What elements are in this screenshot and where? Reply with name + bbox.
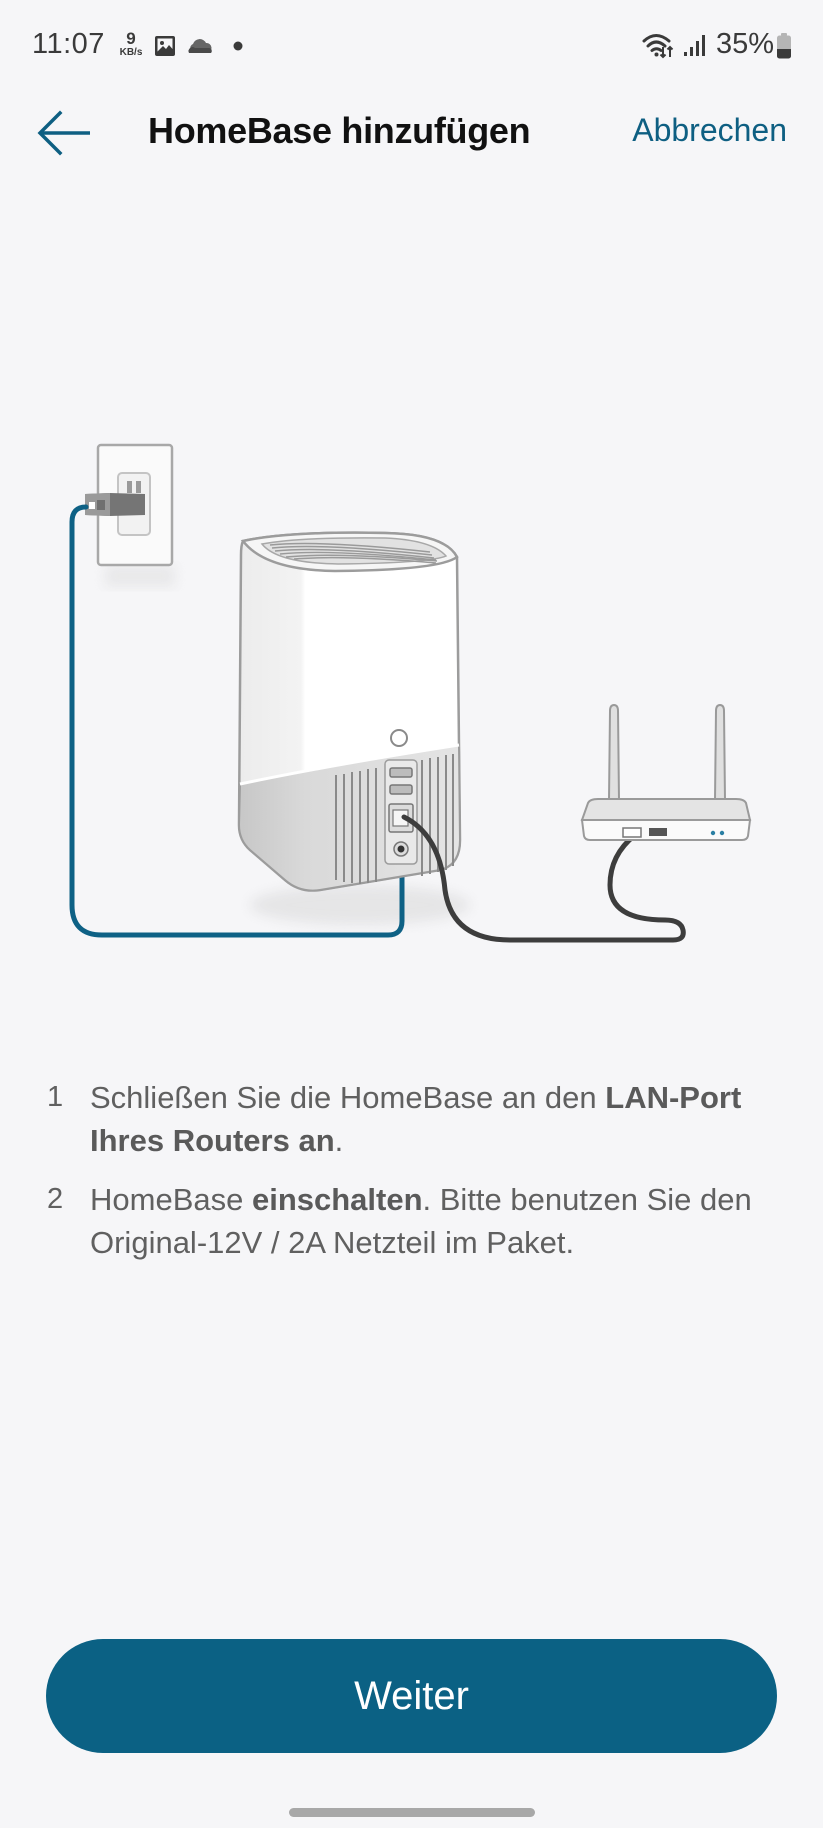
homebase-device	[237, 531, 462, 892]
battery-icon	[777, 33, 791, 59]
network-speed-value: 9	[126, 29, 136, 48]
power-plug	[85, 493, 145, 516]
back-button[interactable]	[28, 108, 98, 158]
status-time: 11:07	[32, 28, 105, 60]
instruction-steps: 1 Schließen Sie die HomeBase an den LAN-…	[0, 1076, 823, 1280]
wifi-icon	[642, 34, 674, 59]
status-bar: 11:07 9 KB/s 35%	[0, 0, 823, 92]
shadows	[74, 565, 675, 955]
step-number: 2	[47, 1183, 64, 1215]
step-1: 1 Schließen Sie die HomeBase an den LAN-…	[0, 1076, 823, 1162]
page-title: HomeBase hinzufügen	[148, 110, 531, 151]
notification-dot-icon	[233, 41, 243, 51]
continue-button[interactable]: Weiter	[46, 1639, 777, 1753]
network-speed: 9 KB/s	[117, 30, 145, 58]
step-number: 1	[47, 1081, 64, 1113]
power-cable	[69, 504, 405, 938]
ethernet-cable	[401, 814, 686, 943]
setup-illustration	[0, 420, 823, 980]
gallery-icon	[155, 36, 175, 56]
connection-diagram	[69, 443, 752, 955]
step-text: Schließen Sie die HomeBase an den	[90, 1080, 606, 1115]
router	[580, 703, 752, 841]
signal-icon	[684, 35, 705, 56]
app-header: HomeBase hinzufügen Abbrechen	[0, 92, 823, 172]
step-text-end: . Bitte benutzen Sie den Original-12V / …	[90, 1182, 752, 1260]
step-text-bold: einschalten	[251, 1182, 423, 1217]
cloud-icon	[188, 39, 212, 53]
network-speed-unit: KB/s	[119, 47, 143, 58]
home-indicator[interactable]	[289, 1808, 535, 1817]
step-text: HomeBase	[90, 1182, 252, 1217]
cancel-button[interactable]: Abbrechen	[632, 112, 787, 148]
step-text-bold: LAN-Port Ihres Routers an	[90, 1080, 742, 1158]
step-text-end: .	[334, 1123, 344, 1158]
arrow-left-icon	[37, 110, 90, 156]
battery-percent: 35%	[716, 28, 775, 60]
step-2: 2 HomeBase einschalten. Bitte benutzen S…	[0, 1178, 823, 1264]
